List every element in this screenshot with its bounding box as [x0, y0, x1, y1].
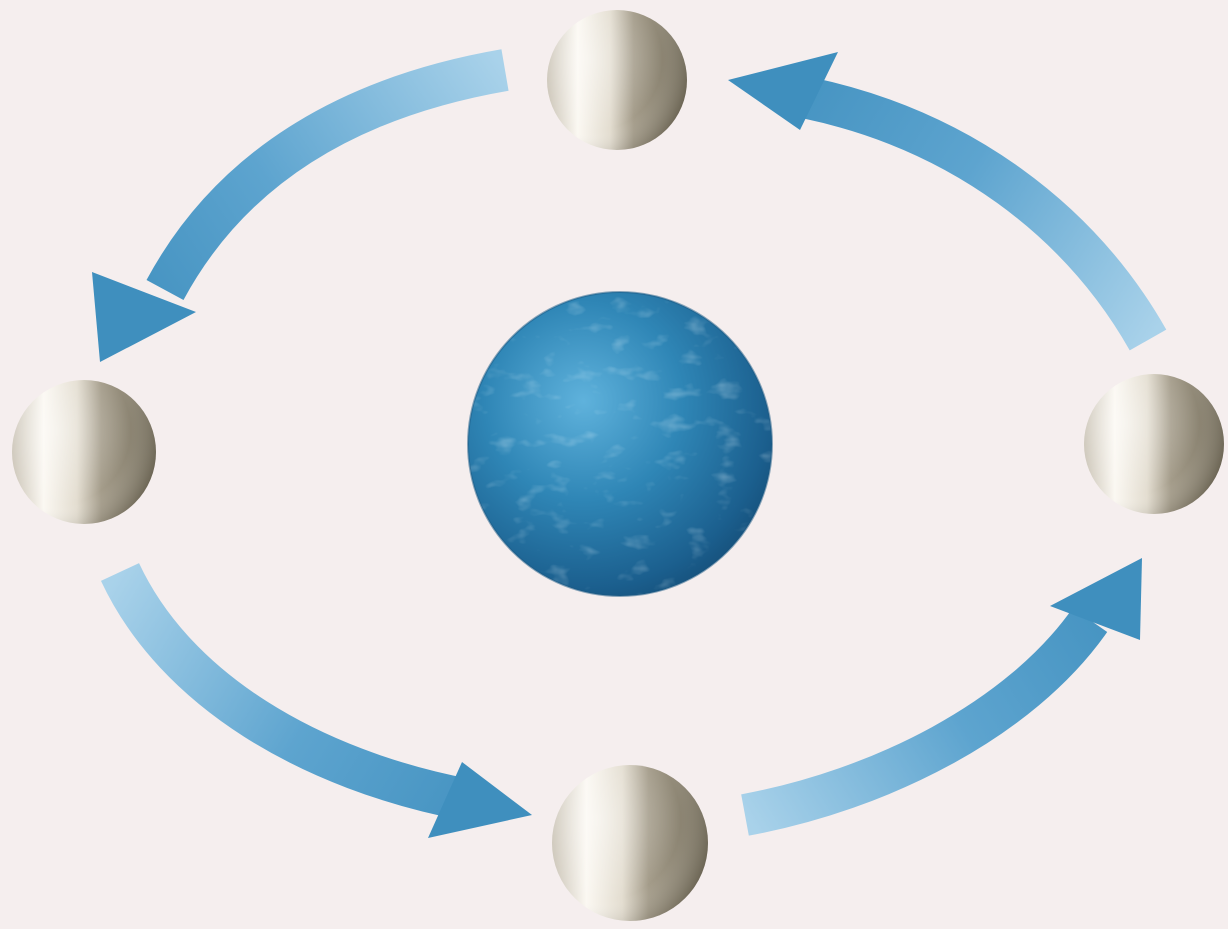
arrow-top-to-left: [92, 70, 505, 362]
earth: [468, 292, 772, 596]
arrow-left-to-bottom: [120, 572, 532, 838]
moon-right: [1084, 374, 1224, 514]
moon-top: [547, 10, 687, 150]
moon-left: [12, 380, 156, 524]
arrow-right-to-top: [728, 52, 1148, 340]
arrow-bottom-to-right: [745, 558, 1142, 815]
moon-bottom: [552, 765, 708, 921]
